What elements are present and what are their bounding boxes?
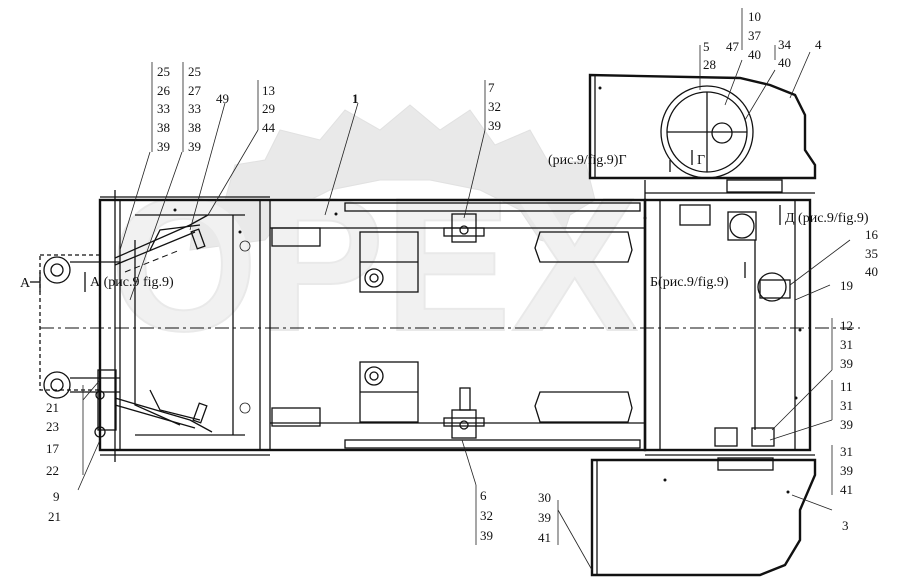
callout-6-3: 39 — [480, 528, 493, 543]
callout-4: 4 — [815, 37, 822, 52]
tow-eyes — [39, 254, 120, 438]
leader-lines — [77, 8, 851, 571]
callout-21b: 21 — [48, 509, 61, 524]
callout-10-3: 40 — [748, 47, 761, 62]
callout-23: 23 — [46, 419, 59, 434]
callout-12-3: 39 — [840, 356, 853, 371]
section-g-ref: (рис.9/fig.9)Г — [548, 153, 627, 168]
callout-25b-4: 38 — [188, 120, 201, 135]
section-markers — [30, 150, 781, 292]
callout-10-1: 10 — [748, 9, 761, 24]
callout-30-3: 41 — [538, 530, 551, 545]
callout-17: 17 — [46, 441, 60, 456]
callout-34-1: 34 — [778, 37, 792, 52]
callout-25a-4: 38 — [157, 120, 170, 135]
callout-47: 47 — [726, 39, 740, 54]
callout-13-2: 29 — [262, 101, 275, 116]
callout-6-2: 32 — [480, 508, 493, 523]
callout-7-1: 7 — [488, 80, 495, 95]
hood-bottom — [590, 457, 817, 577]
callout-21a: 21 — [46, 400, 59, 415]
callout-11-3: 39 — [840, 417, 853, 432]
callout-25b-1: 25 — [188, 64, 201, 79]
callout-25a-2: 26 — [157, 83, 171, 98]
callout-31-3: 41 — [840, 482, 853, 497]
callout-16-2: 35 — [865, 246, 878, 261]
callout-11-2: 31 — [840, 398, 853, 413]
callout-9: 9 — [53, 489, 60, 504]
frame — [98, 190, 815, 462]
watermark: OPEX — [109, 104, 639, 372]
callout-25b-3: 33 — [188, 101, 201, 116]
callout-5-2: 28 — [703, 57, 716, 72]
callout-1: 1 — [352, 91, 359, 106]
watermark-text: OPEX — [110, 159, 638, 371]
callout-13-1: 13 — [262, 83, 275, 98]
callout-10-2: 37 — [748, 28, 762, 43]
hood-top — [588, 73, 817, 200]
callout-labels: 25 26 33 38 39 25 27 33 38 39 49 13 29 4… — [46, 9, 879, 545]
control-rods — [114, 214, 213, 433]
callout-31-1: 31 — [840, 444, 853, 459]
callout-12-1: 12 — [840, 318, 853, 333]
section-b-ref: Б(рис.9/fig.9) — [650, 275, 729, 290]
callout-11-1: 11 — [840, 379, 853, 394]
callout-49: 49 — [216, 91, 229, 106]
callout-13-3: 44 — [262, 120, 276, 135]
callout-6-1: 6 — [480, 488, 487, 503]
point-markers — [173, 86, 802, 494]
callout-25a-3: 33 — [157, 101, 170, 116]
callout-3: 3 — [842, 518, 849, 533]
section-d-ref: Д (рис.9/fig.9) — [785, 211, 869, 226]
callout-16-3: 40 — [865, 264, 878, 279]
callout-25a-1: 25 — [157, 64, 170, 79]
section-a-left: А — [20, 276, 31, 291]
callout-7-2: 32 — [488, 99, 501, 114]
section-a-ref: А (рис.9 fig.9) — [90, 275, 174, 290]
callout-25b-5: 39 — [188, 139, 201, 154]
callout-5-1: 5 — [703, 39, 710, 54]
callout-25b-2: 27 — [188, 83, 202, 98]
callout-31-2: 39 — [840, 463, 853, 478]
callout-30-2: 39 — [538, 510, 551, 525]
callout-34-2: 40 — [778, 55, 791, 70]
callout-22: 22 — [46, 463, 59, 478]
callout-25a-5: 39 — [157, 139, 170, 154]
callout-12-2: 31 — [840, 337, 853, 352]
components — [239, 204, 791, 447]
section-g-mark: Г — [697, 153, 705, 168]
callout-30-1: 30 — [538, 490, 551, 505]
callout-19: 19 — [840, 278, 853, 293]
callout-7-3: 39 — [488, 118, 501, 133]
callout-16-1: 16 — [865, 227, 879, 242]
section-labels: А А (рис.9 fig.9) (рис.9/fig.9)Г Г Д (ри… — [20, 153, 869, 291]
